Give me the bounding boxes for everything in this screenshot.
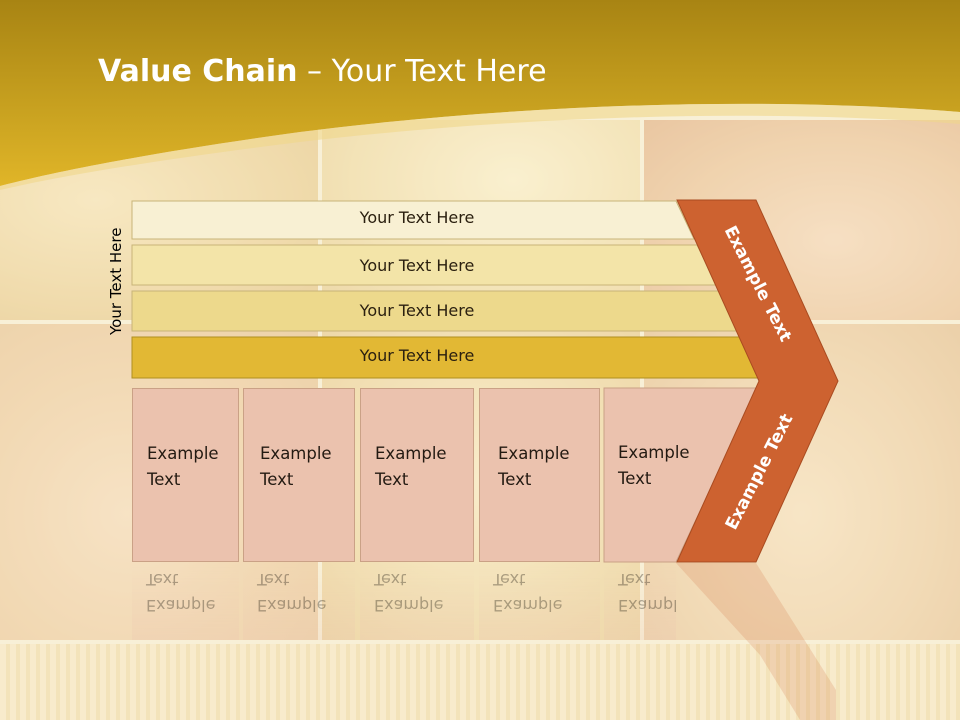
slide-title: Value Chain – Your Text Here (98, 54, 547, 89)
card-1-reflection: Example Text (132, 564, 239, 640)
title-rest: – Your Text Here (297, 54, 547, 89)
card-5-reflection-text: Example Text (618, 570, 676, 615)
title-bold: Value Chain (98, 54, 298, 89)
card-1-reflection-text: Example Text (146, 570, 216, 615)
card-1: Example Text (132, 388, 239, 562)
card-2-reflection-text: Example Text (257, 570, 327, 615)
header-band (0, 0, 960, 190)
card-4-reflection-text: Example Text (493, 570, 563, 615)
bar-2-label: Your Text Here (359, 256, 475, 275)
photo-tile-spaghetti-sticks (0, 644, 960, 720)
card-4-label: Example Text (498, 444, 570, 489)
bar-4-label: Your Text Here (359, 346, 475, 365)
card-3: Example Text (360, 388, 474, 562)
card-3-reflection-text: Example Text (374, 570, 444, 615)
card-3-label: Example Text (375, 444, 447, 489)
chevron-reflection (676, 563, 836, 720)
card-2-reflection: Example Text (243, 564, 355, 640)
card-2: Example Text (243, 388, 355, 562)
bar-1 (131, 200, 695, 240)
bar-3-label: Your Text Here (359, 301, 475, 320)
value-chain-chevron (676, 199, 839, 563)
card-5-shape (603, 387, 759, 563)
card-5-reflection: Example Text (604, 564, 676, 640)
card-5-label: Example Text (618, 443, 690, 488)
card-2-label: Example Text (260, 444, 332, 489)
bar-1-label: Your Text Here (359, 208, 475, 227)
card-3-reflection: Example Text (360, 564, 474, 640)
card-4-reflection: Example Text (479, 564, 600, 640)
card-1-label: Example Text (147, 444, 219, 489)
card-4: Example Text (479, 388, 600, 562)
